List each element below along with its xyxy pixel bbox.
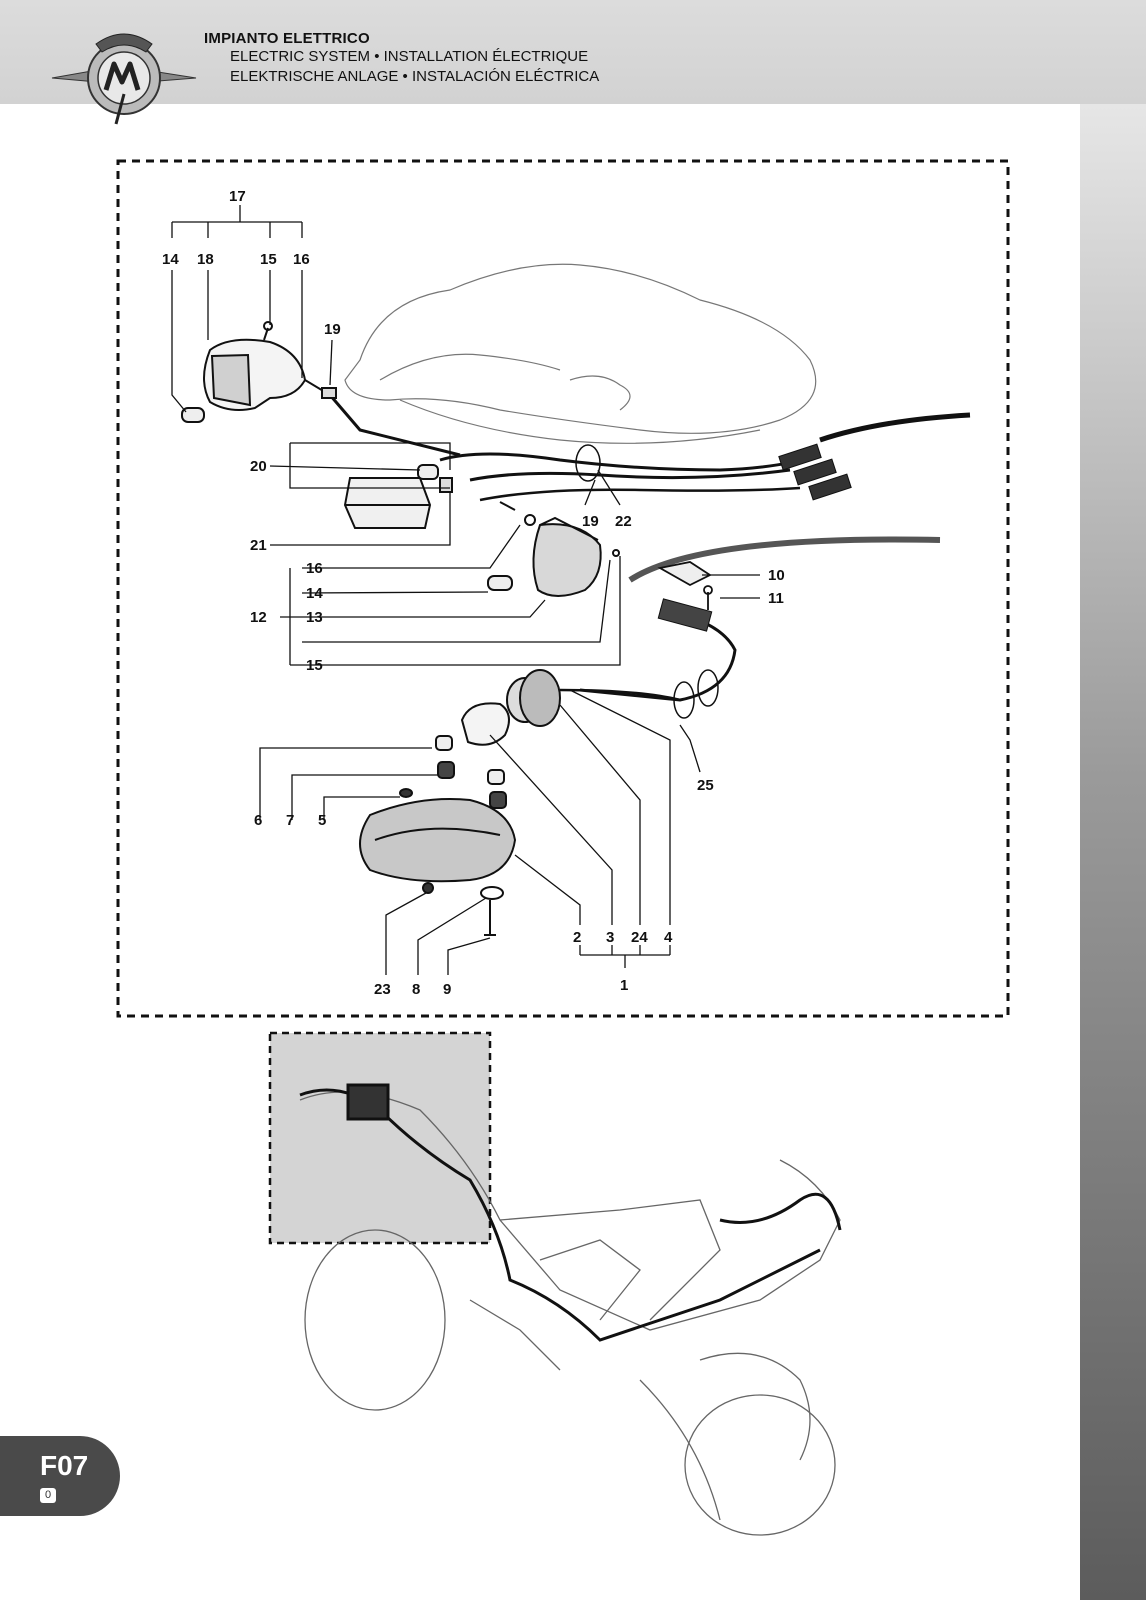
callout-16-lower: 16: [306, 560, 323, 577]
callout-4: 4: [664, 929, 673, 946]
wiring-harness: [439, 412, 971, 719]
callout-12: 12: [250, 609, 267, 626]
callout-10: 10: [768, 567, 785, 584]
header-title-italian: IMPIANTO ELETTRICO: [204, 30, 370, 47]
header-band: [0, 0, 1146, 104]
callout-2: 2: [573, 929, 581, 946]
page-header: IMPIANTO ELETTRICO ELECTRIC SYSTEM • INS…: [204, 30, 599, 87]
callout-7: 7: [286, 812, 294, 829]
callout-16-upper: 16: [293, 251, 310, 268]
callout-13: 13: [306, 609, 323, 626]
side-gradient-band: [1080, 104, 1146, 1600]
callout-6: 6: [254, 812, 262, 829]
callout-1: 1: [620, 977, 628, 994]
page-tab: F07 0: [0, 1436, 120, 1516]
callout-14-lower: 14: [306, 585, 323, 602]
callout-15-lower: 15: [306, 657, 323, 674]
callout-20: 20: [250, 458, 267, 475]
callout-14-upper: 14: [162, 251, 179, 268]
mv-agusta-logo: [51, 33, 197, 125]
callout-3: 3: [606, 929, 614, 946]
detail-frame: [116, 159, 1010, 1018]
callout-8: 8: [412, 981, 420, 998]
callout-9: 9: [443, 981, 451, 998]
locator-inset-frame: [268, 1031, 492, 1245]
page-revision-badge: 0: [40, 1488, 56, 1503]
turn-signal-lower: [487, 501, 620, 597]
callout-11: 11: [768, 590, 784, 607]
leader-lines: [171, 205, 760, 975]
callout-24: 24: [631, 929, 648, 946]
callout-15-upper: 15: [260, 251, 277, 268]
overview-harness: [299, 1083, 842, 1342]
callout-17: 17: [229, 188, 246, 205]
callout-25: 25: [697, 777, 714, 794]
tail-lamp-assembly: [359, 669, 681, 936]
callout-22: 22: [615, 513, 632, 530]
license-plate-light: [343, 464, 453, 529]
callout-19-upper: 19: [324, 321, 341, 338]
header-title-german-spanish: ELEKTRISCHE ANLAGE • INSTALACIÓN ELÉCTRI…: [230, 68, 600, 85]
tail-fairing-outline: [344, 263, 817, 444]
callout-23: 23: [374, 981, 391, 998]
callout-18: 18: [197, 251, 214, 268]
callout-21: 21: [250, 537, 267, 554]
page-section-code: F07: [40, 1450, 89, 1481]
callout-5: 5: [318, 812, 326, 829]
callout-19-lower: 19: [582, 513, 599, 530]
header-title-english-french: ELECTRIC SYSTEM • INSTALLATION ÉLECTRIQU…: [230, 48, 589, 65]
turn-signal-upper: [181, 321, 461, 457]
